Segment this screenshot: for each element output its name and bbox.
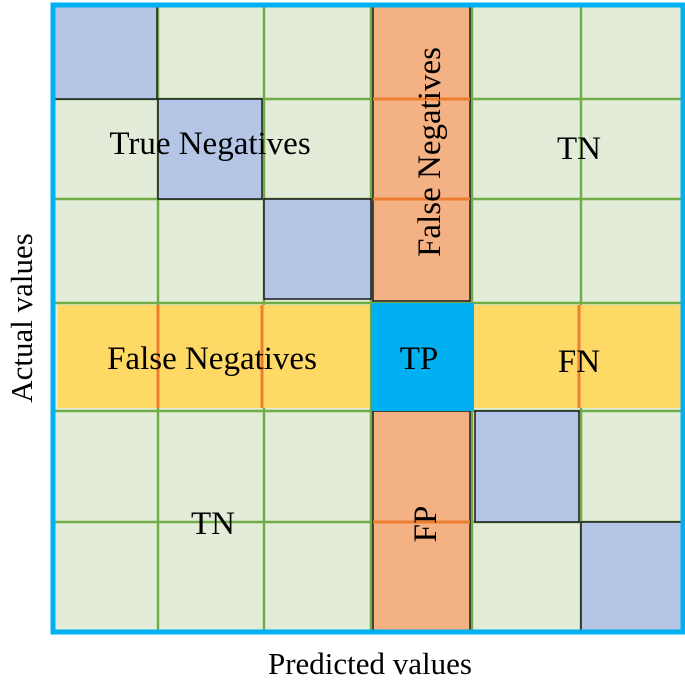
x-axis-label: Predicted values bbox=[268, 646, 472, 680]
fp-label: FP bbox=[408, 506, 444, 543]
diagonal-cell-6 bbox=[580, 521, 684, 633]
fn-label: FN bbox=[558, 344, 600, 380]
true-positive-cell bbox=[371, 303, 474, 411]
false-negatives-vertical-label: False Negatives bbox=[412, 47, 448, 257]
true-negatives-label: True Negatives bbox=[109, 126, 310, 162]
tp-label: TP bbox=[400, 341, 439, 377]
false-negatives-column-band bbox=[372, 4, 471, 302]
tn-top-right-label: TN bbox=[557, 131, 601, 167]
y-axis-label: Actual values bbox=[4, 233, 39, 403]
false-negatives-row-band bbox=[58, 305, 369, 408]
false-negatives-horizontal-label: False Negatives bbox=[107, 341, 317, 377]
diagonal-cell-2 bbox=[157, 98, 263, 200]
diagonal-cell-3 bbox=[263, 198, 372, 300]
matrix-outer-border bbox=[50, 2, 685, 635]
diagonal-cell-5 bbox=[474, 410, 580, 523]
tn-bottom-left-label: TN bbox=[191, 506, 235, 542]
diagonal-cells bbox=[52, 4, 684, 633]
diagonal-cell-1 bbox=[52, 4, 158, 100]
